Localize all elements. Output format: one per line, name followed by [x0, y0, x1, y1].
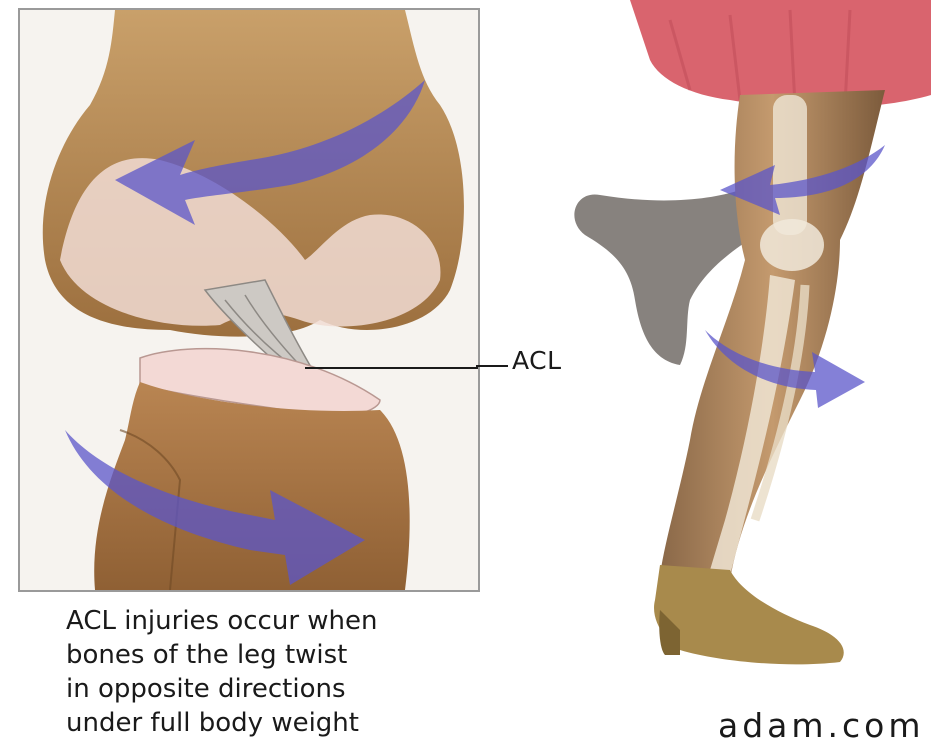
acl-leader-extension [476, 0, 510, 380]
leg-drawing [540, 0, 931, 700]
caption-line: bones of the leg twist [66, 638, 486, 672]
shoe [654, 565, 844, 664]
leg-illustration [540, 0, 931, 700]
watermark: adam.com [718, 706, 931, 745]
knee-joint-drawing [20, 10, 478, 590]
caption: ACL injuries occur when bones of the leg… [66, 604, 486, 740]
caption-line: ACL injuries occur when [66, 604, 486, 638]
caption-line: under full body weight [66, 706, 486, 740]
knee-joint-illustration [18, 8, 480, 592]
skirt [630, 0, 931, 108]
caption-line: in opposite directions [66, 672, 486, 706]
knee-joint [760, 219, 824, 271]
